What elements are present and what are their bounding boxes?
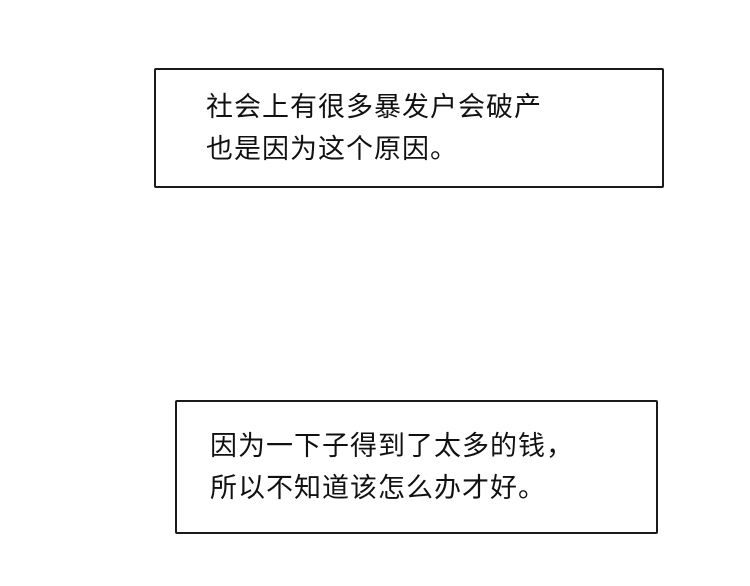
caption-line: 社会上有很多暴发户会破产: [206, 92, 542, 123]
caption-line: 也是因为这个原因。: [206, 134, 458, 165]
caption-line: 因为一下子得到了太多的钱，: [210, 431, 574, 462]
caption-box-1: 社会上有很多暴发户会破产 也是因为这个原因。: [154, 68, 664, 188]
caption-line: 所以不知道该怎么办才好。: [210, 473, 546, 504]
caption-box-2: 因为一下子得到了太多的钱， 所以不知道该怎么办才好。: [175, 400, 658, 534]
